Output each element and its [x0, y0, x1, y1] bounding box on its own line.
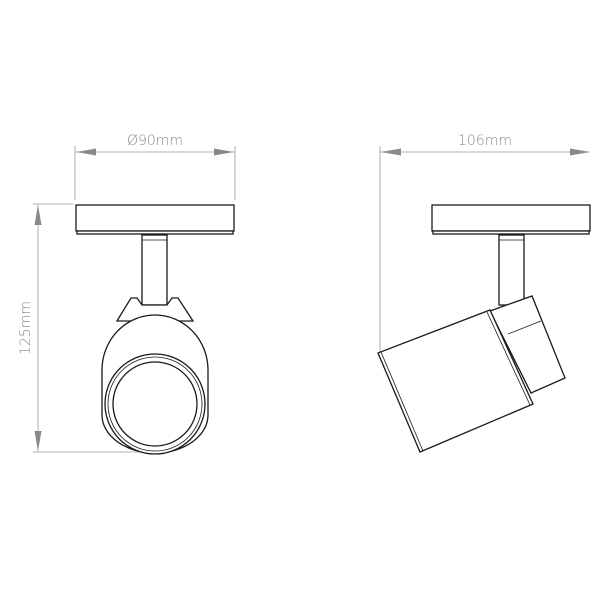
- side-view: 106mm: [377, 133, 591, 453]
- width-label-front: Ø90mm: [127, 133, 183, 149]
- side-lamp: [377, 204, 591, 453]
- front-view: Ø90mm 125mm: [18, 133, 236, 455]
- width-dimension-side: 106mm: [379, 133, 590, 352]
- width-dimension-front: Ø90mm: [74, 133, 236, 200]
- height-label: 125mm: [18, 301, 34, 355]
- width-label-side: 106mm: [458, 133, 512, 149]
- height-dimension: 125mm: [18, 203, 155, 453]
- front-lamp: [75, 204, 235, 455]
